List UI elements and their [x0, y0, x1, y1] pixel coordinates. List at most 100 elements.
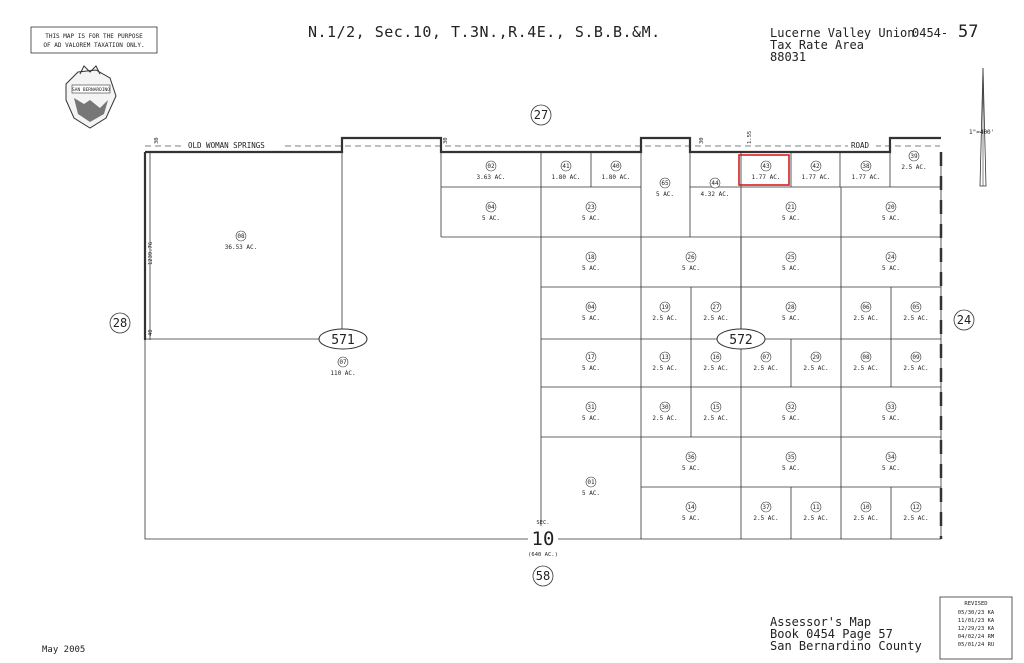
parcel-number-circle: [585, 476, 597, 488]
parcel-number: 43: [762, 163, 770, 170]
parcel-06[interactable]: 062.5 AC.: [853, 301, 879, 322]
parcel-23[interactable]: 235 AC.: [582, 201, 600, 222]
parcel-area: 5 AC.: [656, 191, 674, 198]
parcel-02[interactable]: 023.63 AC.: [477, 160, 506, 181]
parcel-08[interactable]: 082.5 AC.: [853, 351, 879, 372]
parcel-36[interactable]: 365 AC.: [682, 451, 700, 472]
parcel-number: 30: [661, 404, 669, 411]
adjacent-page-east[interactable]: 24: [953, 309, 975, 331]
parcel-24[interactable]: 245 AC.: [882, 251, 900, 272]
section-label: SEC. 10 (640 AC.): [528, 520, 558, 558]
parcel-33[interactable]: 335 AC.: [882, 401, 900, 422]
parcel-27[interactable]: 272.5 AC.: [703, 301, 729, 322]
parcel-04[interactable]: 045 AC.: [482, 201, 500, 222]
parcel-07[interactable]: 072.5 AC.: [753, 351, 779, 372]
parcel-19[interactable]: 192.5 AC.: [652, 301, 678, 322]
parcel-area: 2.5 AC.: [903, 315, 928, 322]
parcel-31[interactable]: 315 AC.: [582, 401, 600, 422]
parcel-number: 08: [862, 354, 870, 361]
tax-rate-area-number: 88031: [770, 50, 806, 64]
parcel-14[interactable]: 145 AC.: [682, 501, 700, 522]
parcel-65[interactable]: 655 AC.: [656, 177, 674, 198]
highlighted-parcel-43[interactable]: [738, 154, 790, 186]
parcel-04[interactable]: 045 AC.: [582, 301, 600, 322]
parcel-number-circle: [709, 177, 721, 189]
parcel-11[interactable]: 112.5 AC.: [803, 501, 829, 522]
parcel-number-circle: [860, 301, 872, 313]
parcel-number: 38: [862, 163, 870, 170]
parcel-10[interactable]: 102.5 AC.: [853, 501, 879, 522]
parcel-number-circle: [760, 351, 772, 363]
parcel-number: 36: [687, 454, 695, 461]
tax-rate-area-label: Tax Rate Area: [770, 38, 864, 52]
parcel-number-circle: [337, 356, 349, 368]
revision-5: 05/01/24 RU: [958, 642, 994, 648]
parcel-09[interactable]: 092.5 AC.: [903, 351, 929, 372]
parcel-number-circle: [710, 301, 722, 313]
parcel-25[interactable]: 255 AC.: [782, 251, 800, 272]
parcel-number: 04: [487, 204, 495, 211]
parcel-35[interactable]: 355 AC.: [782, 451, 800, 472]
svg-text:REVISED: REVISED: [964, 601, 987, 607]
adjacent-page-south[interactable]: 58: [532, 565, 554, 587]
parcel-34[interactable]: 345 AC.: [882, 451, 900, 472]
svg-text:40: 40: [148, 329, 154, 336]
parcel-29[interactable]: 292.5 AC.: [803, 351, 829, 372]
svg-text:Assessor's Map: Assessor's Map: [770, 615, 871, 629]
parcel-area: 1.77 AC.: [752, 174, 781, 181]
adjacent-page-north[interactable]: 27: [530, 104, 552, 126]
parcel-number-circle: [585, 351, 597, 363]
parcel-40[interactable]: 401.80 AC.: [602, 160, 631, 181]
parcel-20[interactable]: 205 AC.: [882, 201, 900, 222]
parcel-13[interactable]: 132.5 AC.: [652, 351, 678, 372]
parcel-number: 24: [887, 254, 895, 261]
parcel-18[interactable]: 185 AC.: [582, 251, 600, 272]
parcel-area: 4.32 AC.: [701, 191, 730, 198]
parcel-12[interactable]: 122.5 AC.: [903, 501, 929, 522]
parcel-01[interactable]: 015 AC.: [582, 476, 600, 497]
svg-text:30: 30: [699, 137, 705, 144]
parcel-area: 3.63 AC.: [477, 174, 506, 181]
disclaimer-line1: THIS MAP IS FOR THE PURPOSE: [45, 33, 143, 40]
parcel-41[interactable]: 411.80 AC.: [552, 160, 581, 181]
parcel-15[interactable]: 152.5 AC.: [703, 401, 729, 422]
parcel-30[interactable]: 302.5 AC.: [652, 401, 678, 422]
parcel-number-circle: [560, 160, 572, 172]
parcel-area: 2.5 AC.: [652, 365, 677, 372]
parcel-area: 5 AC.: [582, 415, 600, 422]
parcel-number-circle: [235, 230, 247, 242]
parcel-number: 11: [812, 504, 820, 511]
parcel-42[interactable]: 421.77 AC.: [802, 160, 831, 181]
parcel-number-circle: [659, 401, 671, 413]
parcel-number-circle: [585, 301, 597, 313]
parcel-43[interactable]: 43 1.77 AC.: [752, 160, 781, 181]
revision-2: 11/01/23 KA: [958, 618, 995, 624]
block-572[interactable]: 572: [716, 328, 766, 350]
adjacent-page-west[interactable]: 28: [109, 312, 131, 334]
road-label: OLD WOMAN SPRINGS ROAD: [145, 139, 940, 151]
parcel-area: 5 AC.: [582, 490, 600, 497]
parcel-number: 41: [562, 163, 570, 170]
road-name-right: ROAD: [851, 141, 870, 150]
parcel-39[interactable]: 392.5 AC.: [901, 150, 927, 171]
parcel-44[interactable]: 444.32 AC.: [701, 177, 730, 198]
parcel-17[interactable]: 175 AC.: [582, 351, 600, 372]
parcel-number-circle: [585, 401, 597, 413]
parcel-area: 2.5 AC.: [853, 315, 878, 322]
parcel-26[interactable]: 265 AC.: [682, 251, 700, 272]
parcel-38[interactable]: 381.77 AC.: [852, 160, 881, 181]
parcel-16[interactable]: 162.5 AC.: [703, 351, 729, 372]
county-seal-icon: SAN BERNARDINO: [65, 65, 117, 129]
parcel-05[interactable]: 052.5 AC.: [903, 301, 929, 322]
block-571[interactable]: 571: [318, 328, 368, 350]
parcel-area: 5 AC.: [582, 215, 600, 222]
parcel-number-circle: [860, 351, 872, 363]
parcel-21[interactable]: 215 AC.: [782, 201, 800, 222]
parcel-number: 18: [587, 254, 595, 261]
parcel-37[interactable]: 372.5 AC.: [753, 501, 779, 522]
parcel-32[interactable]: 325 AC.: [782, 401, 800, 422]
parcel-number: 10: [862, 504, 870, 511]
parcel-28[interactable]: 285 AC.: [782, 301, 800, 322]
